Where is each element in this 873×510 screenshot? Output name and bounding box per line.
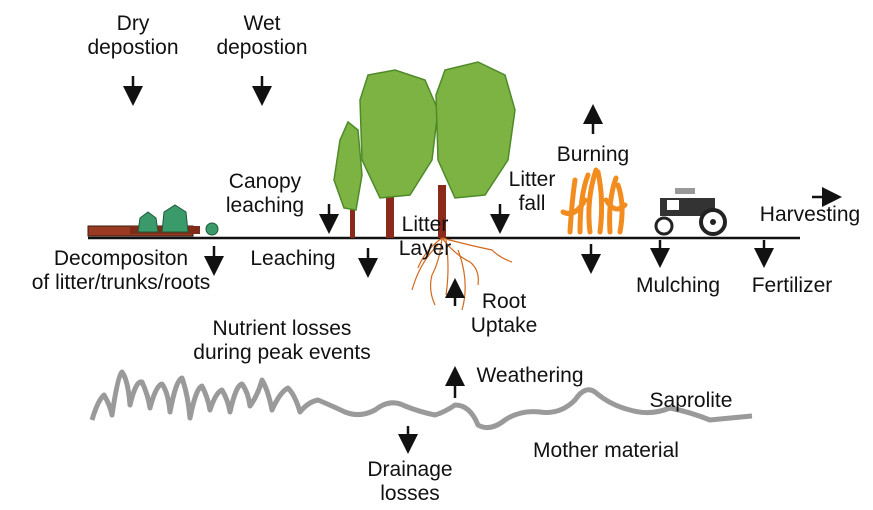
burning-label: Burning — [546, 143, 640, 167]
harvesting-label: Harvesting — [748, 203, 872, 227]
fertilizer-label: Fertilizer — [740, 274, 844, 298]
leaching-label: Leaching — [238, 247, 348, 271]
tree-icon — [334, 122, 362, 238]
mulching-label: Mulching — [623, 274, 733, 298]
flame-icon — [563, 170, 625, 232]
shrub-icon — [138, 205, 218, 235]
saprolite-label: Saprolite — [636, 389, 746, 413]
tractor-icon — [656, 188, 725, 234]
weathering-label: Weathering — [460, 364, 600, 388]
tree-icon — [436, 62, 515, 238]
mother-material-label: Mother material — [514, 439, 698, 463]
